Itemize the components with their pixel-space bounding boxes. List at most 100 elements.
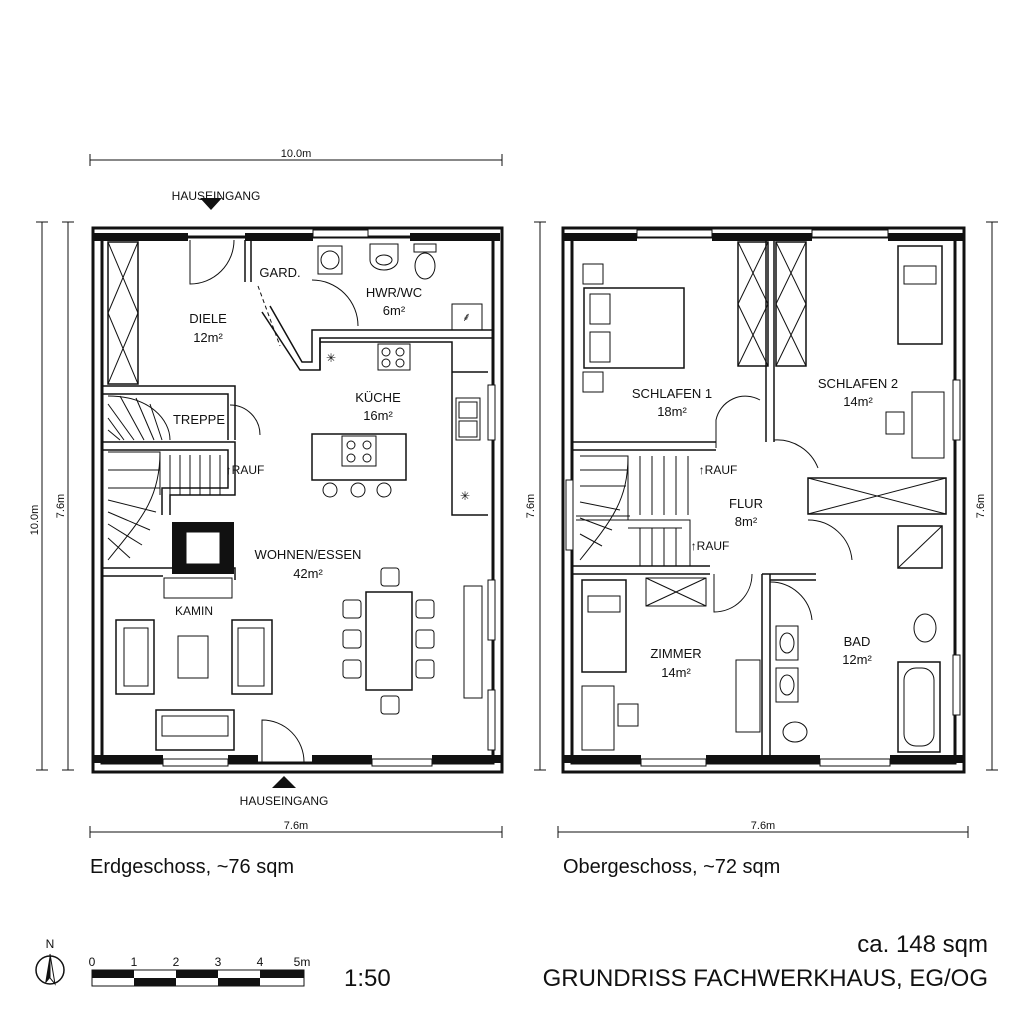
room-hwr-area: 6m² (383, 303, 406, 318)
kitchen-island (311, 433, 407, 481)
stair-up-label: ↑RAUF (226, 463, 265, 477)
desk (581, 685, 615, 751)
ground-floor-caption: Erdgeschoss, ~76 sqm (90, 856, 294, 878)
room-wohnen-name: WOHNEN/ESSEN (255, 547, 362, 562)
room-zimmer-area: 14m² (661, 665, 691, 680)
room-diele-area: 12m² (193, 330, 223, 345)
eg-width-top-label: 10.0m (281, 148, 312, 160)
eg-height-outer-label: 10.0m (29, 505, 41, 536)
window (487, 579, 496, 641)
room-schlafen1-area: 18m² (657, 404, 687, 419)
toilet-icon (782, 721, 808, 743)
cooktop-icon (377, 343, 411, 371)
room-schlafen2-name: SCHLAFEN 2 (818, 376, 898, 391)
entrance-arrow-icon (200, 198, 222, 210)
window (640, 758, 707, 767)
eg-height-inner-label: 7.6m (55, 494, 67, 518)
room-flur-area: 8m² (735, 514, 758, 529)
room-zimmer-name: ZIMMER (650, 646, 701, 661)
og-height-right-label: 7.6m (975, 494, 987, 518)
plant-icon: ✳ (326, 351, 336, 365)
sink-icon (775, 667, 799, 703)
room-hwr-name: HWR/WC (366, 285, 422, 300)
entrance-arrow-icon (272, 776, 296, 788)
drawing-title: GRUNDRISS FACHWERKHAUS, EG/OG (543, 965, 988, 992)
entrance-door (261, 719, 305, 763)
armchair-icon (231, 619, 273, 695)
sink-icon (369, 243, 399, 271)
room-wohnen-area: 42m² (293, 566, 323, 581)
dining-table (365, 591, 413, 691)
window (811, 229, 889, 238)
scale-tick: 3 (215, 955, 222, 969)
kitchen-sink-icon (455, 397, 481, 441)
og-exterior-wall (561, 226, 966, 774)
ground-floor: ⸙ ✳ ✳ (91, 198, 504, 788)
entrance-door (189, 239, 235, 285)
room-schlafen2-area: 14m² (843, 394, 873, 409)
room-bad-area: 12m² (842, 652, 872, 667)
svg-text:⸙: ⸙ (462, 310, 471, 324)
toilet-icon (913, 613, 937, 643)
upper-floor-caption: Obergeschoss, ~72 sqm (563, 856, 780, 878)
washing-machine-icon (317, 245, 343, 275)
window (312, 229, 369, 238)
entrance-bottom-label: HAUSEINGANG (240, 794, 329, 808)
bed-icon (583, 287, 685, 369)
scale-ratio: 1:50 (344, 965, 391, 992)
window (371, 758, 433, 767)
upper-floor (561, 226, 966, 774)
wardrobe-icon (775, 241, 807, 367)
bed-icon (581, 579, 627, 673)
og-height-left-label: 7.6m (525, 494, 537, 518)
total-area-label: ca. 148 sqm (857, 931, 988, 958)
sink-icon (775, 625, 799, 661)
room-treppe-name: TREPPE (173, 412, 225, 427)
room-kueche-name: KÜCHE (355, 390, 401, 405)
window (952, 654, 961, 716)
plant-icon: ✳ (460, 489, 470, 503)
scale-tick: 1 (131, 955, 138, 969)
armchair-icon (115, 619, 155, 695)
bed-icon (897, 245, 943, 345)
window (636, 229, 713, 238)
window (162, 758, 229, 767)
staircase-icon (107, 395, 221, 561)
room-diele-name: DIELE (189, 311, 227, 326)
window (487, 689, 496, 751)
window (487, 384, 496, 441)
room-kueche-area: 16m² (363, 408, 393, 423)
shower-icon (897, 525, 943, 569)
scale-tick: 0 (89, 955, 96, 969)
staircase-icon (579, 455, 691, 566)
dimension-lines (36, 154, 998, 838)
bathtub-icon (897, 661, 941, 753)
window (819, 758, 891, 767)
room-kamin-name: KAMIN (175, 604, 213, 618)
desk (911, 391, 945, 459)
toilet-icon (413, 243, 437, 253)
og-width-bottom-label: 7.6m (751, 820, 775, 832)
room-gard-name: GARD. (259, 265, 300, 280)
window (952, 379, 961, 441)
entrance-top-label: HAUSEINGANG (172, 189, 261, 203)
sofa-icon (155, 709, 235, 751)
room-flur-name: FLUR (729, 496, 763, 511)
north-arrow-icon (35, 953, 65, 986)
stair-up-label: ↑RAUF (699, 463, 738, 477)
eg-exterior-wall (91, 226, 504, 774)
window (565, 479, 574, 551)
scale-bar (91, 969, 305, 987)
coffee-table (177, 635, 209, 679)
stair-up-label: ↑RAUF (691, 539, 730, 553)
room-bad-name: BAD (844, 634, 871, 649)
eg-exterior-wall-inner (100, 235, 495, 765)
room-schlafen1-name: SCHLAFEN 1 (632, 386, 712, 401)
wardrobe-icon (737, 241, 769, 367)
scale-tick: 2 (173, 955, 180, 969)
scale-tick: 4 (257, 955, 264, 969)
eg-width-bottom-label: 7.6m (284, 820, 308, 832)
scale-tick: 5m (294, 955, 311, 969)
north-label: N (46, 937, 55, 951)
